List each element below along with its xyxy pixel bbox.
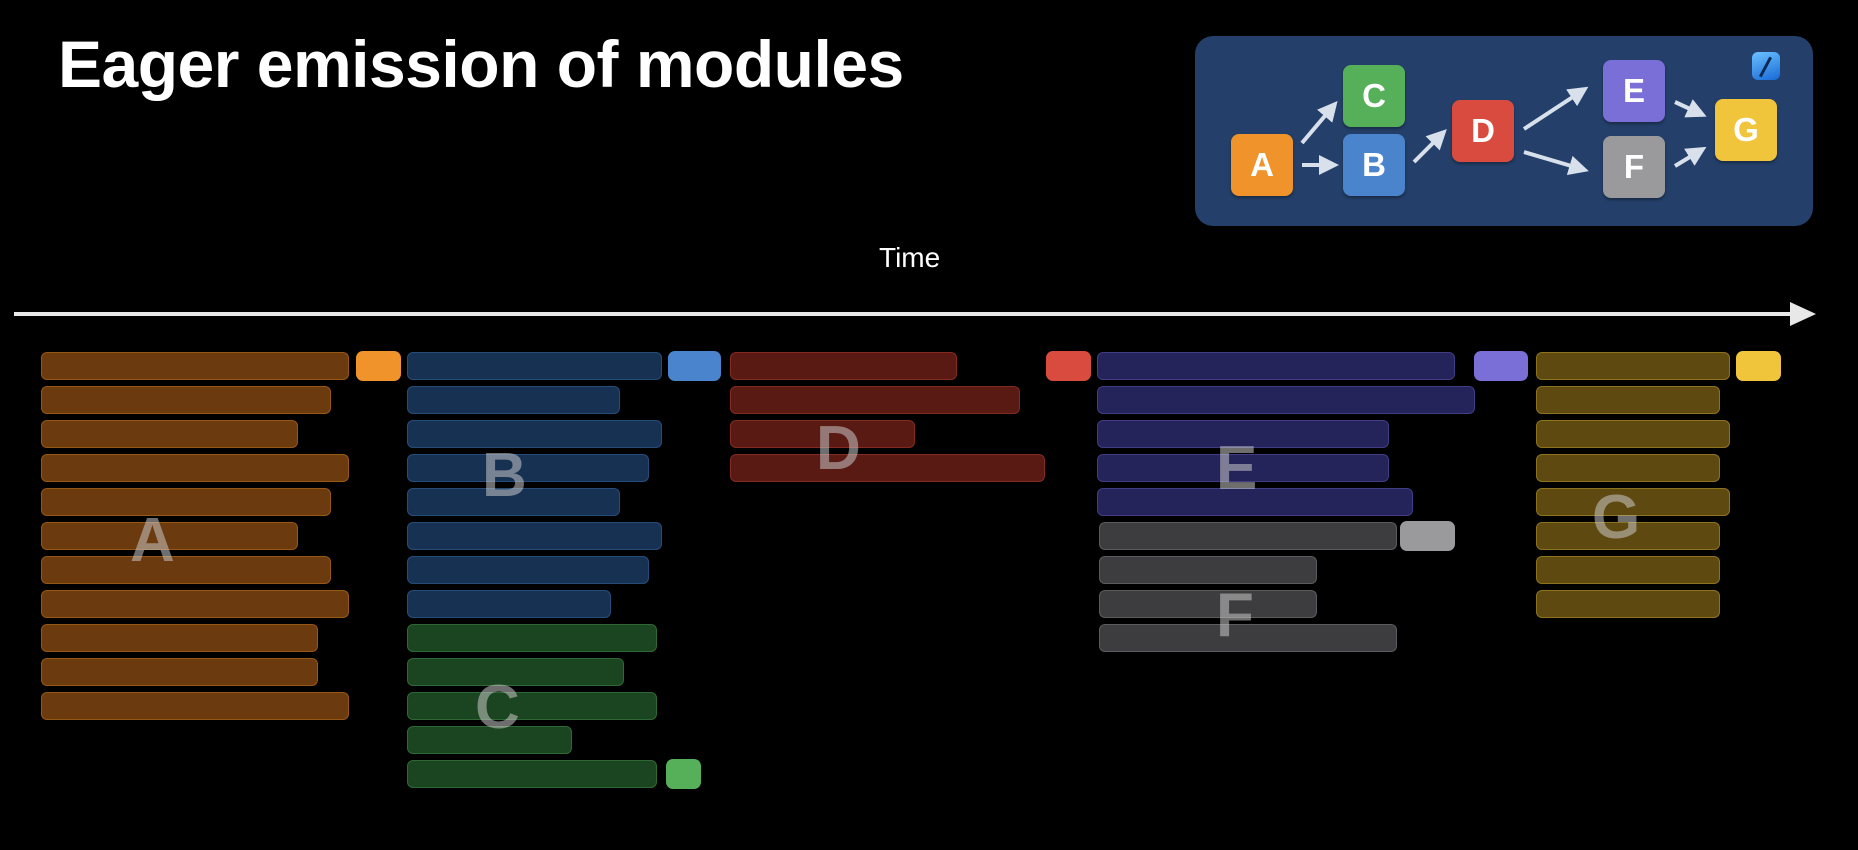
task-bar-b (407, 352, 662, 380)
task-bar-b (407, 420, 662, 448)
task-bar-a (41, 386, 331, 414)
task-bar-g (1536, 352, 1730, 380)
task-bar-a (41, 590, 349, 618)
group-label-f: F (1216, 581, 1254, 650)
task-bar-f (1099, 522, 1397, 550)
dependency-edges (1300, 86, 1707, 176)
time-axis (14, 302, 1816, 326)
task-bar-c (407, 692, 657, 720)
task-bar-g (1536, 590, 1720, 618)
task-bar-e (1097, 352, 1455, 380)
emit-marker-a (356, 351, 401, 381)
task-bar-e (1097, 488, 1413, 516)
task-bar-a (41, 522, 298, 550)
node-g: G (1715, 99, 1777, 161)
task-bar-b (407, 488, 620, 516)
task-bar-a (41, 488, 331, 516)
task-bar-a (41, 692, 349, 720)
emit-marker-b (668, 351, 721, 381)
emit-marker-c (666, 759, 701, 789)
group-label-c: C (475, 673, 520, 742)
task-bar-f (1099, 556, 1317, 584)
task-bar-d (730, 386, 1020, 414)
task-bar-a (41, 556, 331, 584)
time-axis-label: Time (879, 242, 941, 273)
emit-marker-e (1474, 351, 1528, 381)
edge-a-c (1300, 100, 1338, 145)
task-bar-a (41, 454, 349, 482)
task-bar-e (1097, 386, 1475, 414)
task-bar-g (1536, 556, 1720, 584)
task-bar-g (1536, 420, 1730, 448)
task-bar-b (407, 386, 620, 414)
task-bar-d (730, 420, 915, 448)
group-label-a: A (130, 506, 175, 575)
task-bar-g (1536, 522, 1720, 550)
emit-marker-f (1400, 521, 1455, 551)
emit-marker-d (1046, 351, 1091, 381)
edge-d-f (1523, 150, 1589, 176)
edge-d-e (1522, 86, 1589, 131)
xcode-icon (1752, 52, 1780, 80)
task-bar-c (407, 760, 657, 788)
task-bar-b (407, 454, 649, 482)
task-bar-a (41, 352, 349, 380)
node-a: A (1231, 134, 1293, 196)
task-bar-g (1536, 454, 1720, 482)
task-bar-c (407, 726, 572, 754)
group-label-g: G (1592, 483, 1641, 552)
node-d: D (1452, 100, 1514, 162)
task-bar-b (407, 556, 649, 584)
edge-f-g (1673, 146, 1707, 168)
task-bar-a (41, 624, 318, 652)
group-label-d: D (816, 414, 861, 483)
task-bar-c (407, 624, 657, 652)
task-bar-e (1097, 454, 1389, 482)
edge-e-g (1674, 99, 1707, 118)
task-bar-d (730, 454, 1045, 482)
edge-b-d (1412, 129, 1447, 164)
group-label-e: E (1216, 434, 1258, 503)
page-title: Eager emission of modules (58, 27, 904, 101)
group-label-b: B (482, 441, 527, 510)
task-bar-b (407, 590, 611, 618)
node-e: E (1603, 60, 1665, 122)
task-bar-c (407, 658, 624, 686)
emit-marker-g (1736, 351, 1781, 381)
task-bar-d (730, 352, 957, 380)
task-bar-b (407, 522, 662, 550)
task-bar-a (41, 420, 298, 448)
dependency-graph-panel: A C B D E F G (1195, 36, 1813, 226)
task-bar-f (1099, 624, 1397, 652)
node-b: B (1343, 134, 1405, 196)
task-bar-e (1097, 420, 1389, 448)
node-c: C (1343, 65, 1405, 127)
task-bar-f (1099, 590, 1317, 618)
task-bar-g (1536, 386, 1720, 414)
node-f: F (1603, 136, 1665, 198)
task-bar-a (41, 658, 318, 686)
task-bar-g (1536, 488, 1730, 516)
